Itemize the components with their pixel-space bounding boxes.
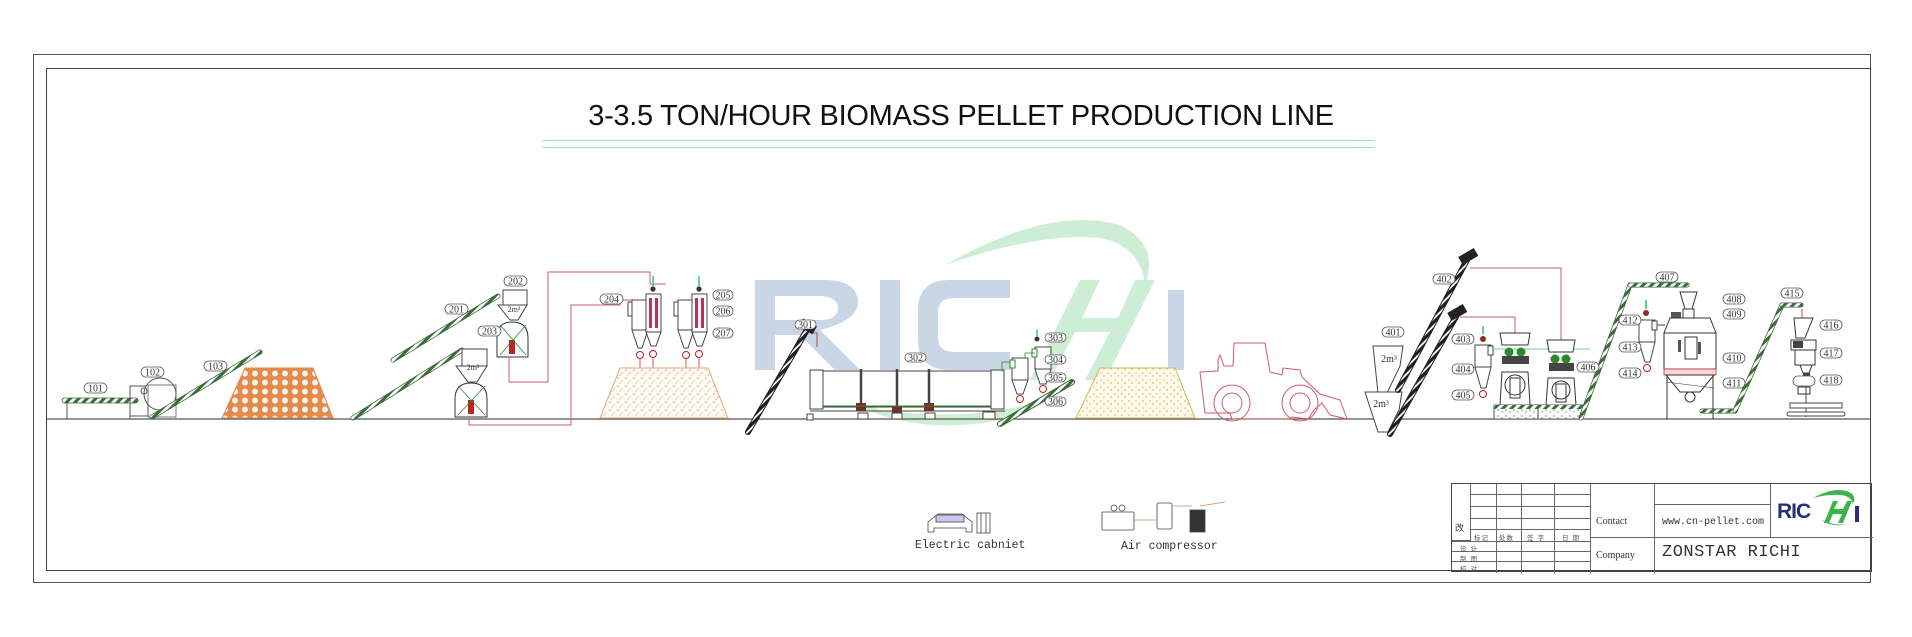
air-compressor-label: Air compressor bbox=[1121, 540, 1218, 553]
col-header-date: 日 期 bbox=[1562, 534, 1581, 542]
callout-416: 416 bbox=[1824, 321, 1839, 332]
callout-406: 406 bbox=[1581, 363, 1596, 374]
callout-410: 410 bbox=[1727, 354, 1742, 365]
wheel-loader bbox=[1199, 342, 1348, 422]
hopper-capacity-401-upper: 2m³ bbox=[1381, 354, 1397, 365]
screw-conveyor-201 bbox=[390, 293, 501, 363]
callout-101: 101 bbox=[88, 384, 103, 395]
callout-205: 205 bbox=[716, 291, 731, 302]
counterflow-cooler-408-411 bbox=[1663, 291, 1717, 419]
callout-402: 402 bbox=[1437, 275, 1452, 286]
callout-401: 401 bbox=[1386, 328, 1401, 339]
screw-conveyor-103 bbox=[149, 349, 263, 420]
row-label-drawing: 制 图 bbox=[1460, 555, 1479, 563]
callout-412: 412 bbox=[1623, 316, 1638, 327]
hammer-mill-upper bbox=[496, 289, 529, 358]
conveyor-415 bbox=[1699, 302, 1804, 414]
callout-408: 408 bbox=[1727, 295, 1742, 306]
contact-label: Contact bbox=[1596, 516, 1628, 527]
raw-material-pile bbox=[221, 367, 334, 419]
row-label-check: 校 对 bbox=[1460, 565, 1479, 573]
cyclone-412-414 bbox=[1638, 300, 1665, 372]
cyclone-206 bbox=[673, 299, 695, 359]
hopper-capacity-202: 2m³ bbox=[508, 305, 521, 314]
screw-conveyor-306 bbox=[997, 379, 1075, 427]
svg-text:RIC: RIC bbox=[1777, 500, 1811, 523]
callout-405: 405 bbox=[1456, 391, 1471, 402]
crusher-102 bbox=[129, 377, 177, 418]
belt-conveyor-101 bbox=[61, 397, 139, 419]
screw-conveyor-hammer-feed bbox=[350, 347, 465, 421]
callout-301: 301 bbox=[798, 320, 813, 331]
callout-balloons bbox=[83, 271, 1843, 407]
callout-418: 418 bbox=[1824, 376, 1839, 387]
pellet-mill-a bbox=[1499, 332, 1531, 406]
richi-logo: RIC bbox=[1777, 490, 1859, 526]
crushed-material-pile bbox=[599, 367, 729, 419]
callout-409: 409 bbox=[1727, 310, 1742, 321]
callout-102: 102 bbox=[145, 368, 160, 379]
title-underline-2 bbox=[542, 147, 1374, 148]
row-label-design: 设 计 bbox=[1460, 545, 1479, 553]
hopper-401-upper bbox=[1372, 345, 1404, 394]
electric-cabinet-icon bbox=[927, 512, 991, 534]
hopper-capacity-401-lower: 2m³ bbox=[1373, 399, 1389, 410]
drawing-inner-border bbox=[46, 68, 1871, 571]
callout-404: 404 bbox=[1456, 365, 1471, 376]
air-compressor-icon bbox=[1101, 501, 1226, 533]
packing-machine-416-418 bbox=[1786, 317, 1846, 417]
callout-202: 202 bbox=[508, 277, 523, 288]
revision-grid bbox=[1452, 484, 1591, 573]
drawing-title: 3-3.5 TON/HOUR BIOMASS PELLET PRODUCTION… bbox=[588, 100, 1334, 132]
callout-413: 413 bbox=[1623, 343, 1638, 354]
callout-303: 303 bbox=[1048, 333, 1063, 344]
company-name: ZONSTAR RICHI bbox=[1662, 543, 1802, 562]
callout-417: 417 bbox=[1824, 349, 1839, 360]
callout-415: 415 bbox=[1785, 289, 1800, 300]
pulse-collector-207 bbox=[691, 276, 708, 358]
callout-305: 305 bbox=[1048, 373, 1063, 384]
callout-407: 407 bbox=[1660, 273, 1675, 284]
callout-302: 302 bbox=[908, 353, 923, 364]
callout-411: 411 bbox=[1727, 379, 1742, 390]
conveyor-407 bbox=[1578, 282, 1690, 421]
pellet-mill-b bbox=[1545, 339, 1577, 406]
callout-204: 204 bbox=[604, 295, 619, 306]
screw-conveyor-402-a bbox=[1395, 248, 1479, 393]
callout-306: 306 bbox=[1048, 397, 1063, 408]
hopper-capacity-203: 2m³ bbox=[467, 363, 480, 372]
rotary-dryer-302 bbox=[806, 369, 1005, 421]
screw-conveyor-402-b bbox=[1387, 304, 1468, 437]
pulse-collector-205 bbox=[645, 276, 662, 358]
callout-304: 304 bbox=[1048, 355, 1063, 366]
callout-201: 201 bbox=[449, 305, 464, 316]
callout-206: 206 bbox=[716, 307, 731, 318]
callout-403: 403 bbox=[1456, 335, 1471, 346]
electric-cabinet-label: Electric cabniet bbox=[915, 539, 1026, 552]
hammer-mill-lower bbox=[454, 348, 488, 418]
callout-207: 207 bbox=[716, 329, 731, 340]
cyclone-204 bbox=[627, 299, 649, 359]
callout-203: 203 bbox=[482, 327, 497, 338]
col-header-signature: 签 字 bbox=[1527, 534, 1546, 542]
company-label: Company bbox=[1596, 550, 1635, 561]
callout-103: 103 bbox=[208, 362, 223, 373]
dryer-cyclones-303-305 bbox=[1001, 330, 1052, 403]
contact-website: www.cn-pellet.com bbox=[1662, 517, 1765, 528]
revision-mark: 改 bbox=[1455, 523, 1465, 533]
title-underline bbox=[542, 140, 1374, 141]
col-header-mark: 标记 bbox=[1474, 534, 1489, 542]
dried-material-pile bbox=[1075, 367, 1196, 419]
col-header-count: 处数 bbox=[1499, 534, 1514, 542]
title-block: 改 标记 处数 签 字 日 期 设 计 制 图 校 对 Contact www.… bbox=[1451, 483, 1873, 573]
callout-414: 414 bbox=[1623, 369, 1638, 380]
